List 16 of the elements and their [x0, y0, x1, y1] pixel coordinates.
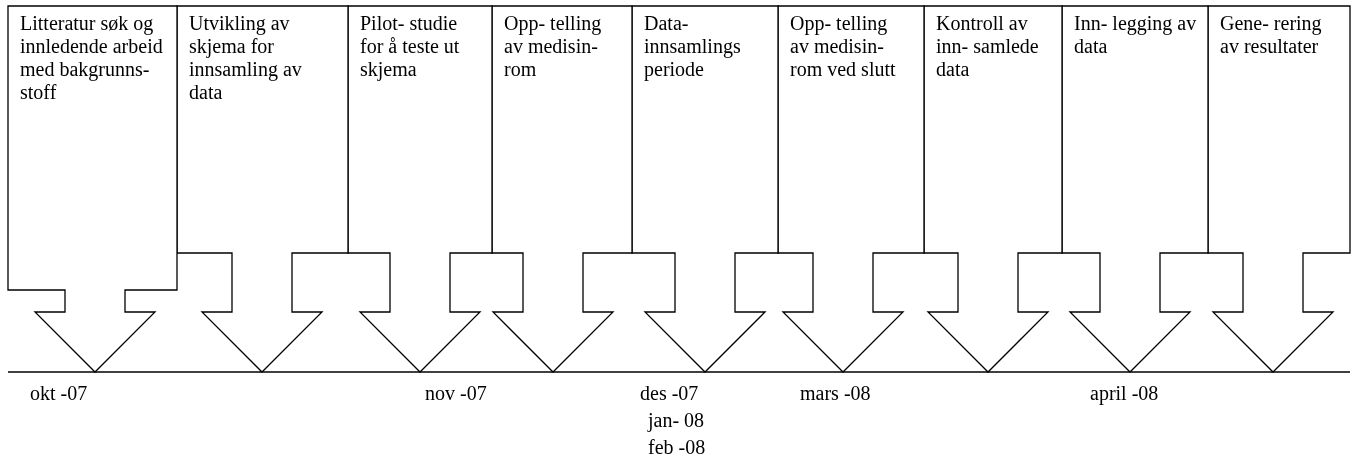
step-text: Kontroll av inn- samlede data: [936, 12, 1040, 81]
date-label: jan- 08: [648, 409, 705, 432]
step-text: Inn- legging av data: [1074, 12, 1198, 58]
step-text: Gene- rering av resultater: [1220, 12, 1323, 58]
date-label: feb -08: [648, 436, 706, 459]
date-label: nov -07: [425, 382, 487, 405]
date-label: april -08: [1090, 382, 1159, 405]
date-label: mars -08: [800, 382, 871, 405]
step-text: Utvikling av skjema for innsamling av data: [189, 12, 303, 104]
step-text: Data- innsamlings periode: [644, 12, 742, 81]
step-text: Opp- telling av medisin- rom ved slutt: [790, 12, 897, 81]
step-text: Pilot- studie for å teste ut skjema: [360, 12, 461, 81]
date-label: des -07: [640, 382, 699, 405]
step-text: Litteratur søk og innledende arbeid med bakgrunns- stoff: [20, 12, 164, 104]
date-label: okt -07: [30, 382, 88, 405]
step-text: Opp- telling av medisin- rom: [504, 12, 603, 81]
